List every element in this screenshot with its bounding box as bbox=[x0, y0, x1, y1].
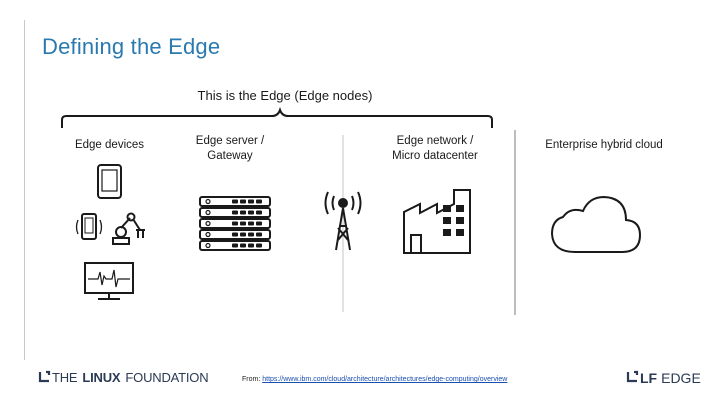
rack-led bbox=[205, 198, 211, 205]
lfedge-edge: EDGE bbox=[661, 370, 701, 386]
rack-unit bbox=[199, 196, 271, 207]
rack-drive bbox=[232, 221, 238, 226]
lf-edge-logo-icon bbox=[626, 370, 639, 383]
lf-foundation: FOUNDATION bbox=[125, 370, 209, 385]
source-link[interactable]: https://www.ibm.com/cloud/architecture/a… bbox=[262, 376, 508, 383]
rack-drive bbox=[256, 221, 262, 226]
edge-nodes-label: This is the Edge (Edge nodes) bbox=[197, 88, 373, 103]
lf-linux: LINUX bbox=[82, 370, 121, 385]
source-citation: From: https://www.ibm.com/cloud/architec… bbox=[242, 376, 507, 383]
tablet-icon bbox=[97, 164, 122, 199]
linux-foundation-logo-icon bbox=[38, 370, 51, 383]
edge-devices-label: Edge devices bbox=[74, 139, 145, 151]
cloud-icon bbox=[550, 195, 642, 253]
rack-drive bbox=[256, 232, 262, 237]
source-prefix: From: bbox=[242, 376, 261, 383]
rack-drive bbox=[248, 199, 254, 204]
edge-network-label: Edge network / Micro datacenter bbox=[392, 135, 478, 162]
lf-the: THE bbox=[52, 370, 78, 385]
rack-led bbox=[205, 242, 211, 249]
rack-drive bbox=[240, 243, 246, 248]
rack-drive bbox=[256, 243, 262, 248]
rack-drive bbox=[232, 232, 238, 237]
linux-foundation-logo: THE LINUX FOUNDATION bbox=[52, 370, 209, 385]
page-title: Defining the Edge bbox=[42, 34, 221, 59]
micro-datacenter-building-icon bbox=[403, 189, 471, 254]
mobile-phone-icon bbox=[75, 213, 103, 240]
rack-drive bbox=[248, 232, 254, 237]
left-rule bbox=[24, 20, 25, 360]
edge-brace bbox=[61, 106, 493, 128]
rack-drive bbox=[240, 199, 246, 204]
rack-drive bbox=[232, 210, 238, 215]
rack-unit bbox=[199, 229, 271, 240]
rack-drive bbox=[256, 210, 262, 215]
cell-tower-icon bbox=[324, 191, 362, 251]
rack-drive bbox=[240, 210, 246, 215]
rack-drive bbox=[232, 199, 238, 204]
hybrid-cloud-label: Enterprise hybrid cloud bbox=[545, 139, 663, 151]
rack-drive bbox=[248, 243, 254, 248]
server-rack-icon bbox=[199, 196, 271, 251]
rack-led bbox=[205, 220, 211, 227]
rack-led bbox=[205, 231, 211, 238]
rack-drive bbox=[240, 232, 246, 237]
rack-unit bbox=[199, 240, 271, 251]
rack-unit bbox=[199, 218, 271, 229]
rack-drive bbox=[256, 199, 262, 204]
lfedge-lf: LF bbox=[640, 370, 658, 386]
monitor-waveform-icon bbox=[84, 262, 134, 300]
edge-server-label: Edge server / Gateway bbox=[195, 135, 265, 162]
rack-drive bbox=[240, 221, 246, 226]
rack-unit bbox=[199, 207, 271, 218]
rack-drive bbox=[232, 243, 238, 248]
rack-led bbox=[205, 209, 211, 216]
rack-drive bbox=[248, 210, 254, 215]
robot-arm-icon bbox=[112, 212, 145, 245]
rack-drive bbox=[248, 221, 254, 226]
